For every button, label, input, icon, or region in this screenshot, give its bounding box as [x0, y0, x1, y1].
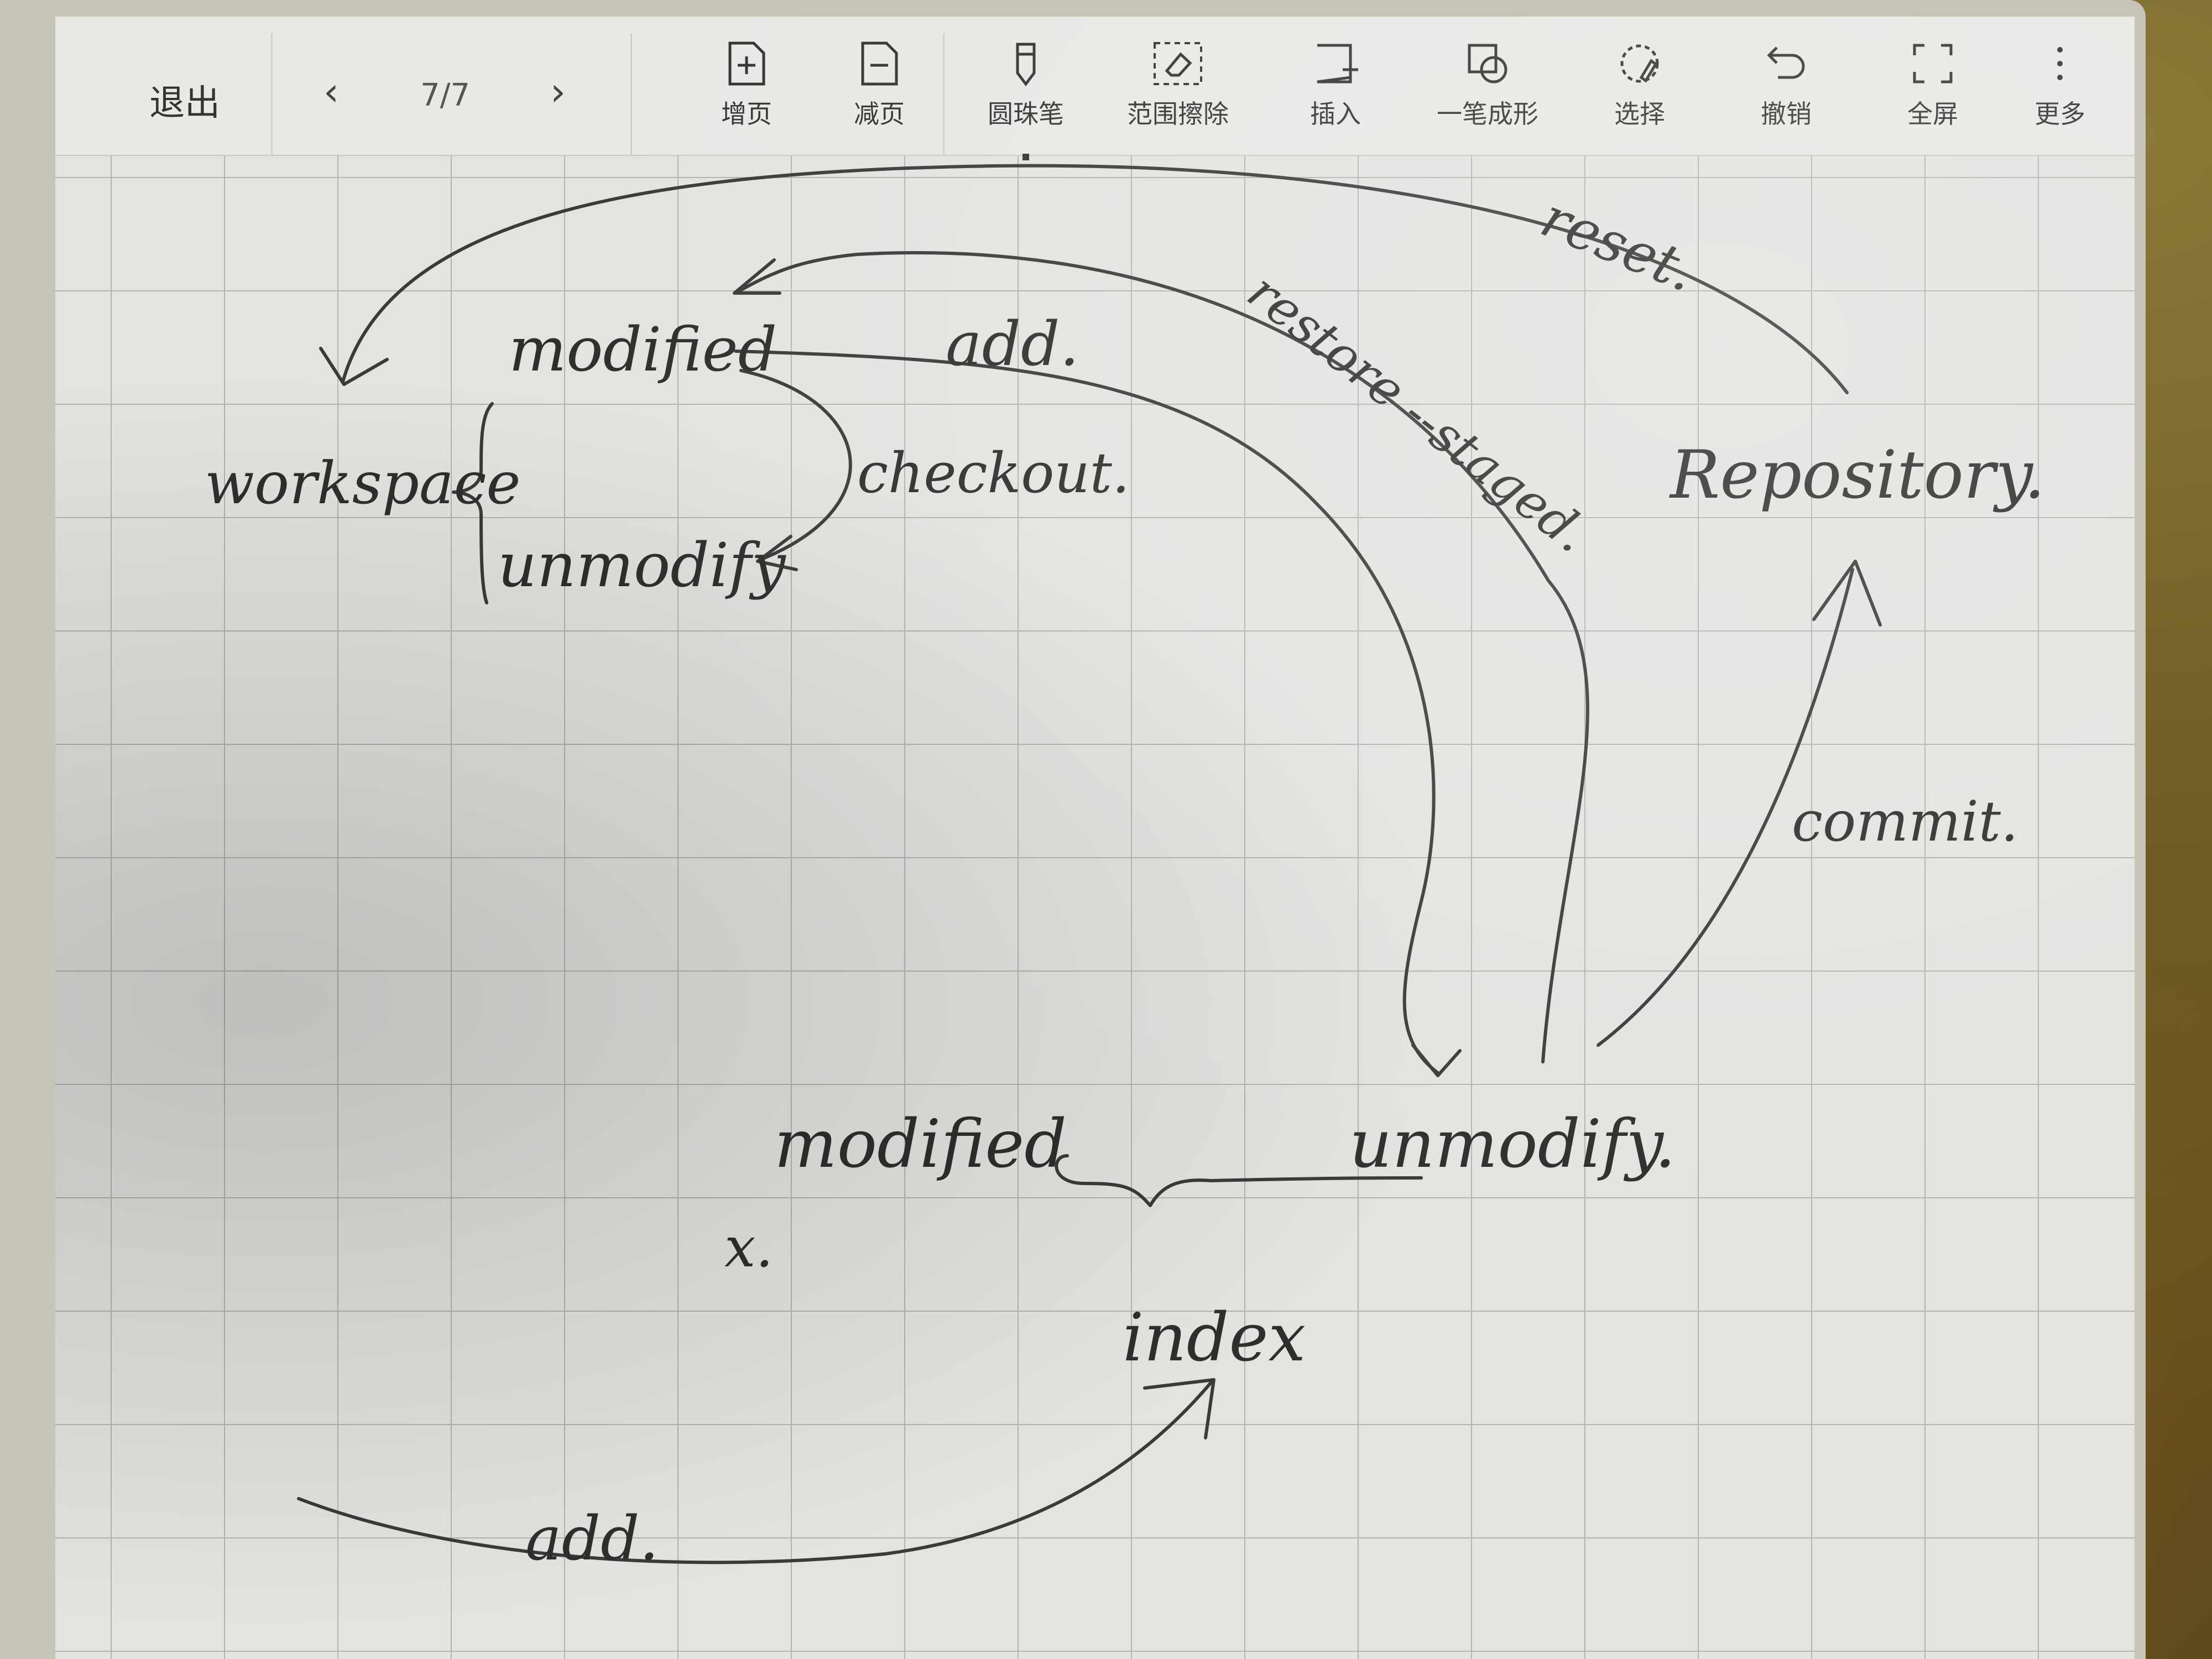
more-button[interactable]: 更多: [2002, 39, 2118, 149]
restore-staged-arrow: [734, 251, 1589, 1063]
toolbar-divider: [271, 33, 273, 155]
add-bottom-arrow: [297, 1381, 1213, 1564]
add-top-label: add.: [946, 309, 1079, 379]
reset-arrow: [341, 164, 1849, 394]
shape-recognition-label: 一笔成形: [1437, 99, 1538, 129]
remove-page-button[interactable]: 减页: [807, 39, 951, 149]
shape-recognition-button[interactable]: 一笔成形: [1416, 39, 1559, 149]
prev-page-button[interactable]: ‹: [324, 69, 339, 114]
area-eraser-label: 范围擦除: [1127, 99, 1229, 129]
index-label: index: [1123, 1300, 1306, 1376]
insert-label: 插入: [1310, 99, 1361, 129]
index-brace: [1055, 1154, 1423, 1207]
grid-paper-canvas[interactable]: [55, 155, 2135, 1659]
add-page-label: 增页: [721, 99, 772, 129]
note-screen: 退出 ‹ 7/7 › 增页 减页: [55, 17, 2135, 1659]
more-label: 更多: [2034, 99, 2085, 129]
unmodify-top-label: unmodify: [498, 530, 787, 601]
modified-bottom-label: modified: [774, 1106, 1067, 1183]
reset-label: reset.: [1532, 185, 1705, 305]
shape-icon: [1468, 44, 1507, 84]
restore-staged-label: restore --staged.: [1237, 263, 1600, 564]
undo-icon: [1767, 46, 1805, 79]
active-tool-indicator: [1022, 154, 1029, 160]
reset-arrowhead: [319, 347, 389, 386]
checkout-arrowhead: [756, 535, 798, 571]
add-bottom-arrowhead: [1143, 1378, 1215, 1439]
insert-button[interactable]: 插入: [1264, 39, 1407, 149]
workspace-label: workspace: [205, 450, 521, 517]
undo-label: 撤销: [1761, 99, 1812, 129]
workspace-brace: [452, 402, 494, 604]
area-eraser-button[interactable]: 范围擦除: [1106, 39, 1250, 149]
e-reader-device: 退出 ‹ 7/7 › 增页 减页: [0, 0, 2146, 1659]
lasso-icon: [1620, 44, 1659, 83]
restore-staged-arrowhead: [733, 258, 781, 295]
commit-arrow: [1597, 568, 1854, 1047]
ballpoint-pen-label: 圆珠笔: [988, 99, 1064, 129]
add-page-icon: [728, 41, 765, 86]
eraser-icon: [1154, 42, 1202, 85]
ballpoint-pen-button[interactable]: 圆珠笔: [954, 39, 1098, 160]
add-page-button[interactable]: 增页: [675, 39, 818, 149]
page-counter: 7/7: [420, 77, 471, 113]
checkout-label: checkout.: [857, 441, 1130, 505]
commit-label: commit.: [1792, 789, 2018, 854]
commit-arrowhead: [1812, 560, 1882, 627]
toolbar-divider: [943, 33, 945, 155]
x-mark: x.: [724, 1215, 773, 1280]
checkout-arrow: [739, 369, 852, 560]
add-bottom-label: add.: [525, 1503, 659, 1574]
unmodify-bottom-label: unmodify.: [1349, 1106, 1676, 1183]
handwritten-diagram: modified workspace unmodify checkout. ad…: [205, 164, 2045, 1574]
remove-page-icon: [861, 41, 898, 86]
add-top-arrow: [734, 349, 1439, 1074]
modified-top-label: modified: [509, 314, 777, 385]
more-icon: [2057, 47, 2063, 80]
add-top-arrowhead: [1411, 1044, 1462, 1077]
undo-button[interactable]: 撤销: [1714, 39, 1858, 149]
next-page-button[interactable]: ›: [550, 69, 566, 114]
fullscreen-button[interactable]: 全屏: [1861, 39, 2005, 149]
toolbar: 退出 ‹ 7/7 › 增页 减页: [55, 17, 2135, 160]
select-label: 选择: [1614, 99, 1665, 129]
pen-icon: [1016, 43, 1036, 87]
select-button[interactable]: 选择: [1568, 39, 1712, 149]
fullscreen-icon: [1913, 44, 1953, 84]
remove-page-label: 减页: [854, 99, 905, 129]
fullscreen-label: 全屏: [1907, 99, 1958, 129]
exit-button[interactable]: 退出: [149, 83, 220, 124]
insert-icon: [1317, 44, 1358, 84]
toolbar-divider: [630, 33, 632, 155]
repository-label: Repository.: [1669, 437, 2045, 514]
